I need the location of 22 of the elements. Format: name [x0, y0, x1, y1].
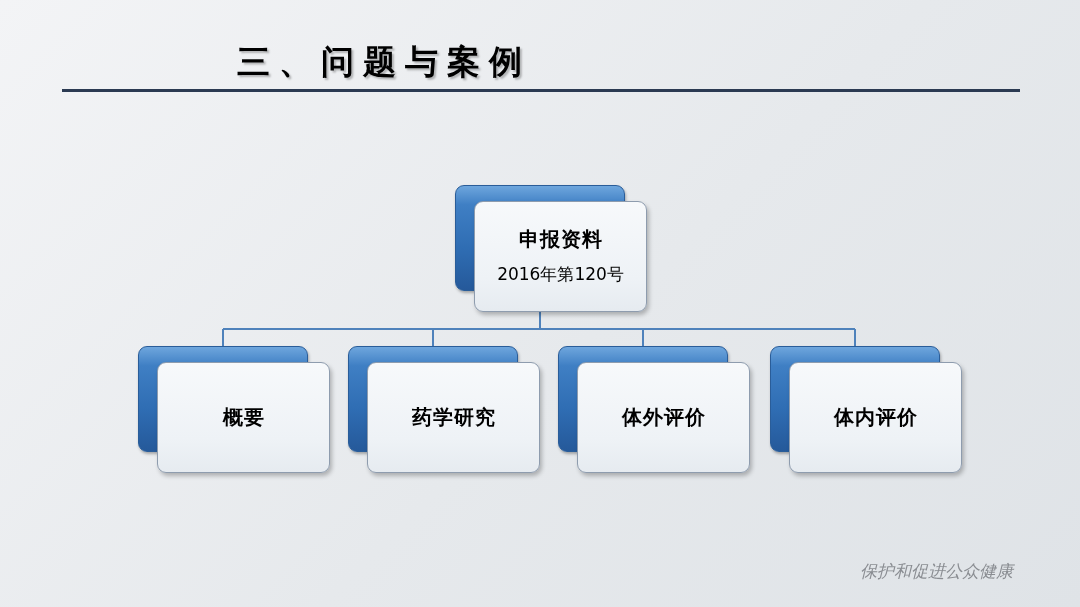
connector-line [432, 328, 541, 330]
card-text: 申报资料 [518, 227, 603, 253]
stacked-card [770, 346, 962, 473]
stacked-card [138, 346, 330, 473]
card-text: 概要 [222, 405, 265, 430]
card-text: 体内评价 [833, 405, 918, 430]
stacked-card [455, 185, 647, 312]
connector-line [854, 328, 856, 347]
connector-line [222, 328, 224, 347]
connector-line [222, 328, 434, 330]
connector-line [539, 311, 541, 330]
card-text: 体外评价 [621, 405, 706, 430]
footer-slogan: 保护和促进公众健康 [860, 563, 1013, 580]
connector-line [642, 328, 644, 347]
card-text: 药学研究 [411, 405, 496, 430]
connector-line [539, 328, 644, 330]
slide-title: 三、问题与案例 [237, 45, 531, 78]
stacked-card [348, 346, 540, 473]
card-text: 2016年第120号 [497, 264, 624, 286]
connector-line [432, 328, 434, 347]
connector-line [642, 328, 856, 330]
stacked-card [558, 346, 750, 473]
